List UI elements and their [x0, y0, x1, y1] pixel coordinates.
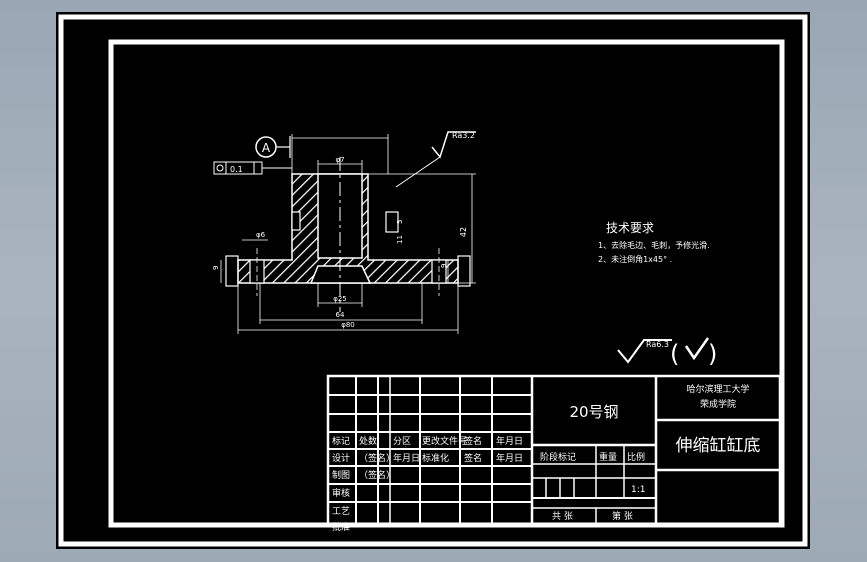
label-design-date: 年月日	[393, 452, 420, 464]
notes-line-1: 1、去除毛边、毛刺，予修光滑.	[598, 240, 710, 250]
dim-9-right: 9	[440, 264, 448, 268]
part-section-view	[225, 157, 471, 312]
dim-d6: φ6	[256, 231, 266, 239]
label-sheet-number: 第 张	[612, 510, 633, 522]
dim-64: 64	[336, 311, 345, 319]
school-line-2: 荣成学院	[700, 398, 736, 410]
label-total-sheets: 共 张	[552, 511, 573, 522]
outer-border	[58, 14, 808, 547]
dim-5: 5	[396, 220, 404, 224]
label-change-doc: 更改文件号	[422, 435, 467, 447]
label-design: 设计	[332, 452, 350, 464]
roughness-symbol: Ra3.2	[395, 131, 476, 188]
tolerance-value: 0.1	[230, 165, 243, 174]
notes-title: 技术要求	[606, 221, 654, 235]
dim-height: 42	[459, 227, 468, 237]
dim-d80: φ80	[341, 321, 355, 329]
datum-marker: A	[255, 136, 291, 158]
technical-notes: 技术要求 1、去除毛边、毛刺，予修光滑. 2、未注倒角1x45° .	[598, 221, 710, 264]
part-name: 伸缩缸缸底	[676, 435, 761, 456]
label-count: 处数	[359, 435, 377, 447]
dim-11: 11	[396, 235, 404, 244]
svg-text:(: (	[670, 340, 679, 368]
roughness-value: Ra3.2	[452, 131, 475, 140]
label-draw-sign: （签名）	[359, 469, 395, 481]
dim-d7: φ7	[335, 156, 344, 164]
drawing-sheet: A 0.1 φ7 Ra3.2 42 9 5 11 9 φ6 φ25 64	[58, 14, 808, 547]
label-date: 年月日	[496, 435, 523, 447]
label-scale: 比例	[627, 451, 645, 463]
dim-9-left: 9	[212, 266, 220, 270]
material: 20号钢	[569, 403, 618, 421]
scale-value: 1:1	[631, 485, 645, 495]
label-process: 工艺	[332, 506, 350, 517]
label-zone: 分区	[393, 436, 411, 447]
notes-line-2: 2、未注倒角1x45° .	[598, 254, 672, 264]
label-approve: 批准	[332, 521, 350, 533]
label-weight: 重量	[599, 451, 617, 463]
title-block-text: 20号钢 哈尔滨理工大学 荣成学院 伸缩缸缸底 标记 处数 分区 更改文件号 签…	[332, 383, 761, 533]
label-standard-date: 年月日	[496, 452, 523, 464]
label-draw: 制图	[332, 469, 350, 481]
title-block	[326, 374, 782, 526]
datum-label: A	[262, 141, 271, 155]
svg-text:): )	[708, 340, 717, 368]
label-signature: 签名	[464, 435, 482, 447]
label-standard: 标准化	[422, 452, 449, 464]
label-mark: 标记	[332, 435, 350, 447]
general-roughness: Ra6.3 ( )	[617, 337, 717, 368]
label-standard-sign: 签名	[464, 452, 482, 464]
school-line-1: 哈尔滨理工大学	[686, 383, 749, 395]
label-design-sign: （签名）	[359, 452, 395, 464]
dim-d25: φ25	[333, 295, 347, 303]
general-roughness-value: Ra6.3	[646, 340, 669, 349]
cad-viewport[interactable]: A 0.1 φ7 Ra3.2 42 9 5 11 9 φ6 φ25 64	[56, 12, 810, 549]
label-stage: 阶段标记	[540, 451, 576, 463]
label-check: 审核	[332, 487, 350, 499]
concentricity-icon	[216, 164, 224, 172]
tolerance-frame: 0.1	[213, 161, 292, 175]
